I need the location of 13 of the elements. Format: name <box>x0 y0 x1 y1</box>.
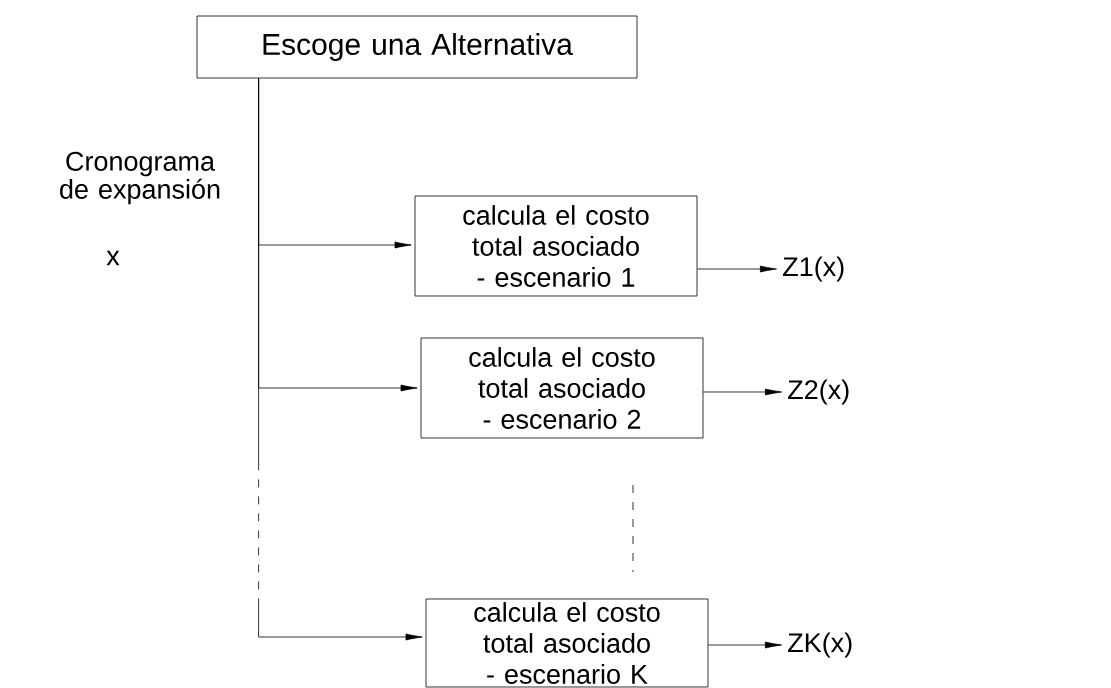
process-box: calcula el costo total asociado - escenario 1 <box>414 195 698 297</box>
process-box: calcula el costo total asociado - escenario K <box>425 598 709 688</box>
arrow <box>708 641 782 649</box>
arrow <box>258 78 423 641</box>
arrow <box>703 388 782 396</box>
arrow <box>697 265 777 273</box>
process-box: Escoge una Alternativa <box>196 15 638 79</box>
result-label: Z2(x) <box>788 379 849 405</box>
process-box: calcula el costo total asociado - escenario 2 <box>420 337 704 439</box>
side-label: Cronograma de expansión <box>60 151 220 205</box>
result-label: ZK(x) <box>788 632 852 658</box>
side-label: x <box>106 250 120 266</box>
result-label: Z1(x) <box>783 256 844 282</box>
